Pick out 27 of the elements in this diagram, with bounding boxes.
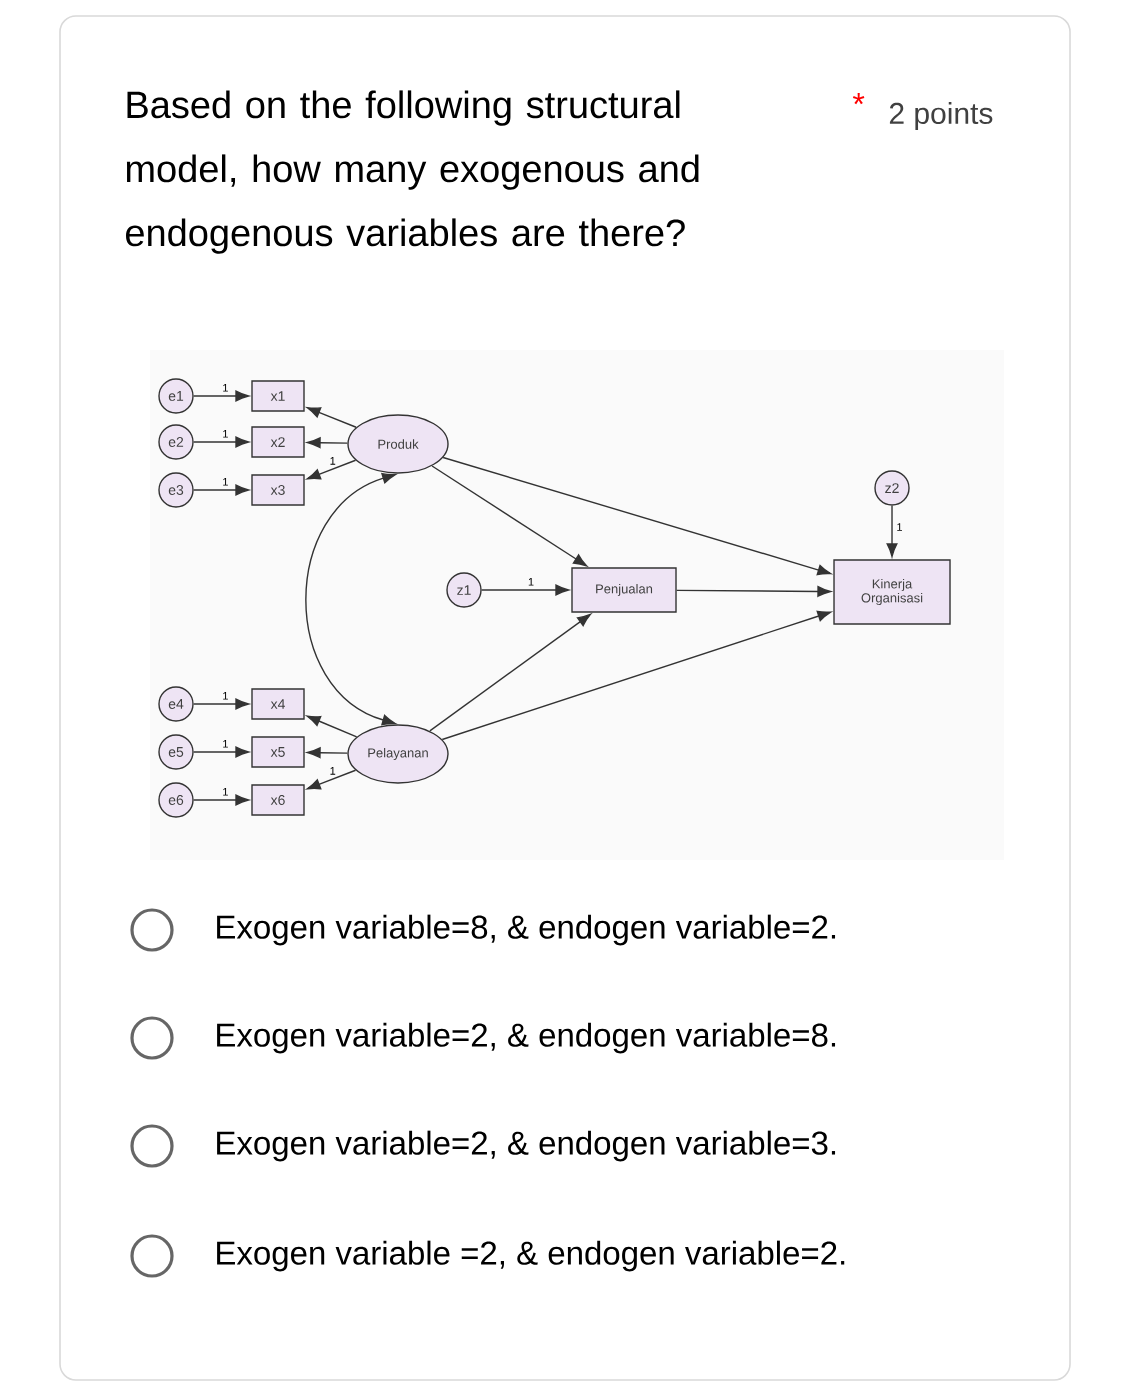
arrow — [676, 585, 832, 597]
arrow — [429, 613, 592, 732]
arrow — [305, 472, 396, 726]
asterisk: * — [852, 93, 865, 105]
arrow — [193, 698, 250, 710]
arrow — [886, 505, 898, 558]
question-text: Based on the following structural model, how many exogenous and endogenous variables are there? — [126, 90, 699, 254]
arrow — [306, 407, 357, 428]
arrow — [431, 465, 588, 567]
arrow — [306, 747, 349, 759]
arrow — [306, 769, 357, 790]
arrow — [193, 484, 250, 496]
arrow — [306, 437, 349, 449]
arrow — [193, 390, 250, 402]
option-text: Exogen variable =2, & endogen variable=2. — [217, 1240, 845, 1272]
arrow — [306, 459, 357, 480]
points-label: 2 points — [889, 102, 993, 130]
arrow — [193, 436, 250, 448]
arrow — [442, 456, 832, 576]
arrow — [481, 584, 570, 596]
option-text: Exogen variable=8, & endogen variable=2. — [217, 914, 836, 946]
arrow — [193, 746, 250, 758]
arrow — [306, 715, 358, 738]
arrow — [441, 610, 832, 741]
arrow — [193, 794, 250, 806]
option-text: Exogen variable=2, & endogen variable=3. — [217, 1130, 836, 1162]
option-text: Exogen variable=2, & endogen variable=8. — [217, 1022, 836, 1054]
